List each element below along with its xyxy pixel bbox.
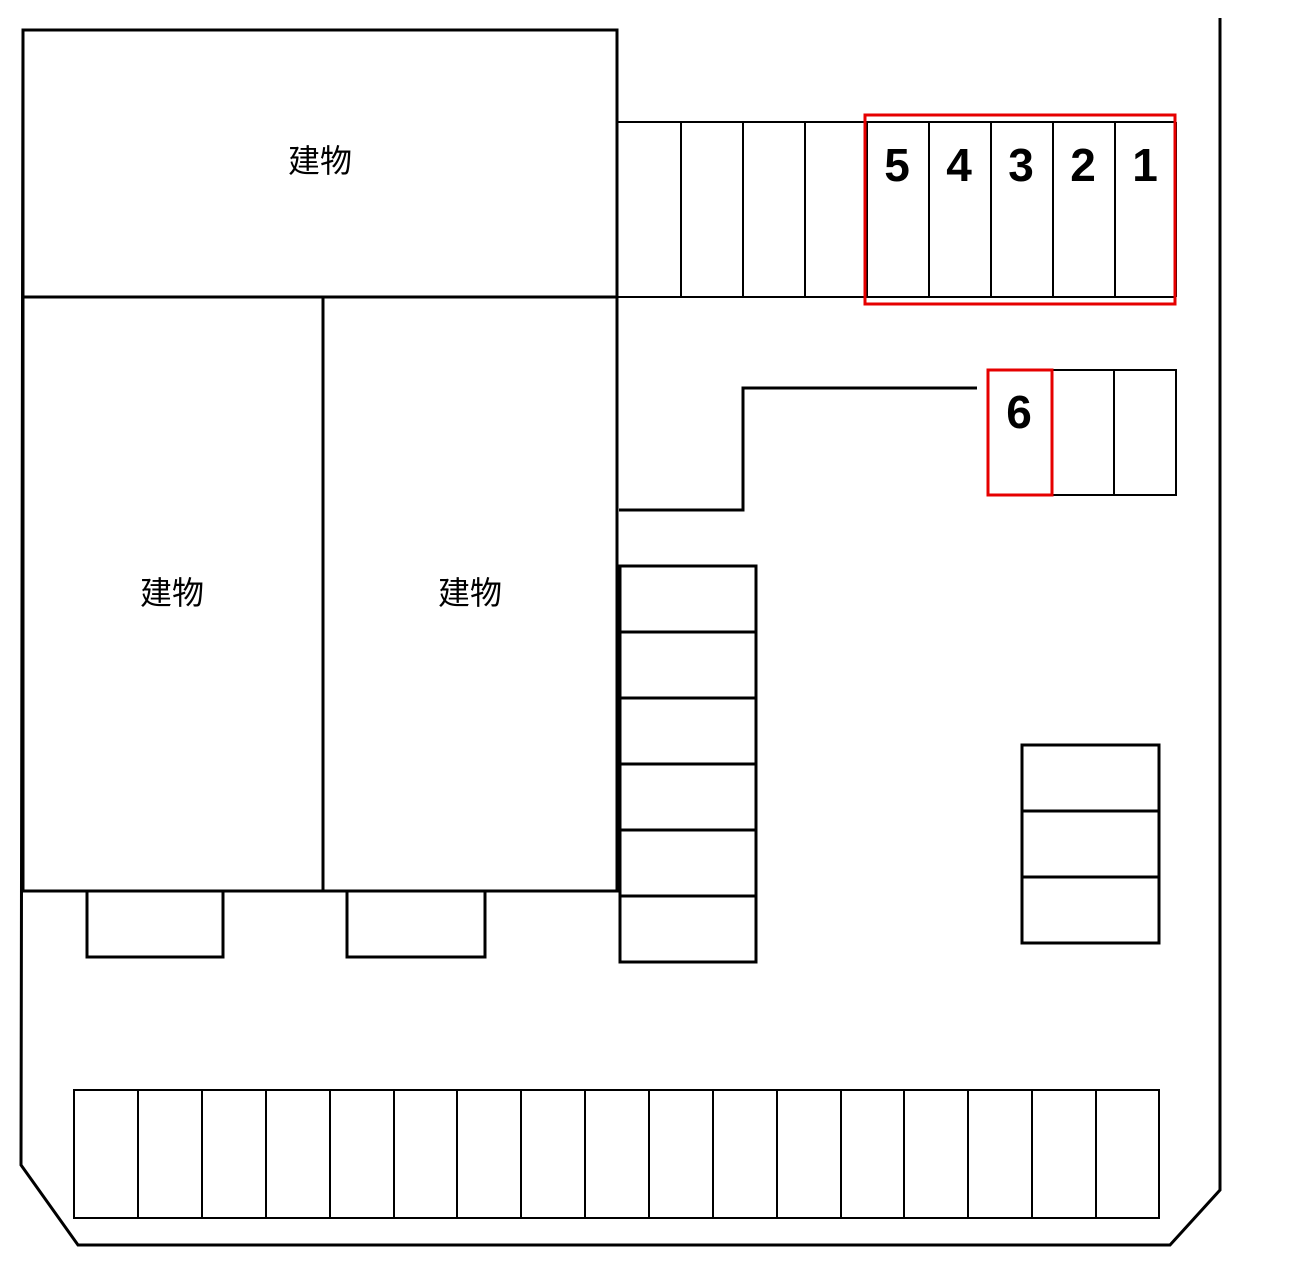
building-middle-label: 建物 — [438, 574, 502, 612]
space-2[interactable]: 2 — [1070, 139, 1096, 191]
space-4[interactable]: 4 — [946, 139, 972, 191]
space-3[interactable]: 3 — [1008, 139, 1034, 191]
highlight-spaces-1-5 — [863, 113, 1177, 306]
site-boundary — [19, 18, 1222, 1247]
space-numbers-top: 5 4 3 2 1 — [884, 139, 1158, 191]
space-6[interactable]: 6 — [1006, 386, 1032, 438]
space-1[interactable]: 1 — [1132, 139, 1158, 191]
space-5[interactable]: 5 — [884, 139, 910, 191]
building-left-label: 建物 — [140, 574, 204, 612]
parking-column-right — [1020, 743, 1161, 945]
building-top-label: 建物 — [288, 142, 352, 180]
parking-column-middle — [618, 564, 758, 964]
parking-row-bottom — [73, 1089, 1160, 1219]
building-middle-annex — [345, 889, 487, 959]
highlight-space-6 — [986, 368, 1054, 497]
parking-row-top — [617, 121, 1177, 298]
buildings — [21, 28, 619, 959]
building-left-annex — [85, 889, 225, 959]
stepped-wall — [619, 386, 977, 512]
